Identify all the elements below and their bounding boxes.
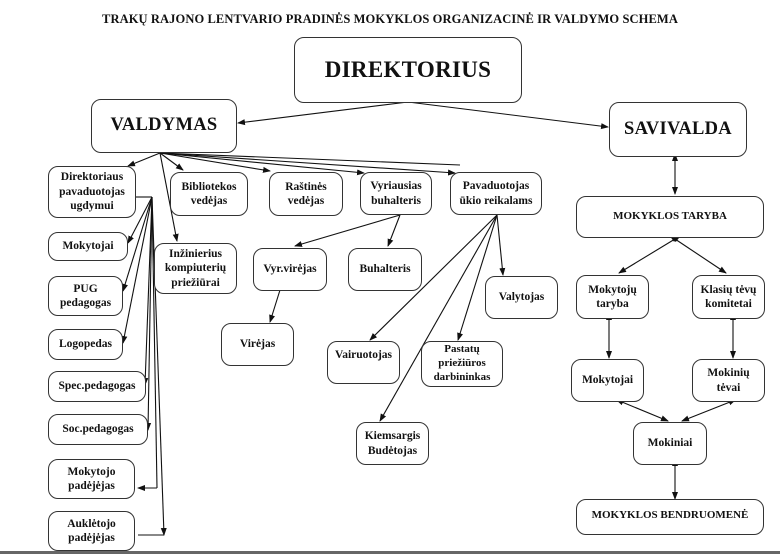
node-label: Vyriausias buhalteris xyxy=(370,180,422,207)
node-label: DIREKTORIUS xyxy=(324,56,492,82)
arrow-to-kiemsargis xyxy=(379,214,498,422)
node-label: Bibliotekos vedėjas xyxy=(181,180,237,207)
node-aukletojo-padejejas: Auklėtojo padėjėjas xyxy=(48,511,135,551)
arrow-taryba-komitetai xyxy=(669,235,727,274)
node-mokytojai-right: Mokytojai xyxy=(571,359,644,402)
arrow-valdymas-pav-ukio xyxy=(159,152,456,176)
node-vyriausias-buhalteris: Vyriausias buhalteris xyxy=(360,172,432,215)
node-soc-pedagogas: Soc.pedagogas xyxy=(48,414,148,445)
node-label: Pastatų priežiūros darbininkas xyxy=(433,343,491,383)
node-label: Spec.pedagogas xyxy=(58,380,136,393)
arrow-direktorius-savivalda xyxy=(407,101,609,130)
arrow-valdymas-inzinierius xyxy=(159,152,179,242)
node-kiemsargis: Kiemsargis Budėtojas xyxy=(356,422,429,465)
node-label: Logopedas xyxy=(58,338,113,351)
node-spec-pedagogas: Spec.pedagogas xyxy=(48,371,146,402)
bottom-border xyxy=(0,551,780,554)
node-valytojas: Valytojas xyxy=(485,276,558,319)
node-label: Mokytojų taryba xyxy=(588,283,637,310)
arrow-to-spec xyxy=(142,196,153,386)
node-vairuotojas: Vairuotojas xyxy=(327,341,400,384)
node-mokytoju-taryba: Mokytojų taryba xyxy=(576,275,649,319)
arrow-to-pastatu xyxy=(457,214,498,341)
arrow-to-vyr-virejas xyxy=(294,214,401,247)
diagram-title: TRAKŲ RAJONO LENTVARIO PRADINĖS MOKYKLOS… xyxy=(102,12,678,26)
node-label: Raštinės vedėjas xyxy=(285,180,327,207)
arrow-valdymas-vyr-buhalteris xyxy=(159,152,365,176)
arrow-valdymas-bibliotekos xyxy=(159,152,184,171)
node-label: MOKYKLOS BENDRUOMENĖ xyxy=(591,509,749,521)
node-label: Mokiniai xyxy=(647,437,693,450)
node-mokytojo-padejejas: Mokytojo padėjėjas xyxy=(48,459,135,499)
node-mokytojai-left: Mokytojai xyxy=(48,232,128,261)
node-direktoriaus-pavaduotojas: Direktoriaus pavaduotojas ugdymui xyxy=(48,166,136,218)
arrow-direktorius-valdymas xyxy=(237,101,409,126)
node-direktorius: DIREKTORIUS xyxy=(294,37,522,103)
node-label: Kiemsargis Budėtojas xyxy=(364,430,421,457)
arrow-to-buhalteris xyxy=(387,214,401,247)
arrow-mokytojai-mokiniai xyxy=(615,399,669,422)
node-label: Valytojas xyxy=(498,291,545,304)
arrow-to-mokytojai xyxy=(127,196,153,244)
arrow-valdymas-pavaduotojas xyxy=(127,152,161,167)
node-inzinierius: Inžinierius kompiuterių priežiūrai xyxy=(154,243,237,294)
arrow-valdymas-rastines xyxy=(159,152,271,173)
node-label: PUG pedagogas xyxy=(59,282,112,309)
arrow-to-logopedas xyxy=(121,196,153,344)
node-label: VALDYMAS xyxy=(110,115,218,136)
arrow-to-valytojas xyxy=(496,214,506,276)
arrow-tevai-mokiniai xyxy=(681,399,737,422)
node-pastatu-darbininkas: Pastatų priežiūros darbininkas xyxy=(421,341,503,387)
node-label: Pavaduotojas ūkio reikalams xyxy=(459,180,533,207)
node-label: Virėjas xyxy=(239,338,276,351)
node-mokyklos-bendruomene: MOKYKLOS BENDRUOMENĖ xyxy=(576,499,764,535)
line-valdymas-right xyxy=(159,152,461,166)
node-rastines-vedejas: Raštinės vedėjas xyxy=(269,172,343,216)
node-label: Mokytojai xyxy=(62,240,114,253)
node-mokyklos-taryba: MOKYKLOS TARYBA xyxy=(576,196,764,238)
node-mokiniu-tevai: Mokinių tėvai xyxy=(692,359,765,402)
node-label: MOKYKLOS TARYBA xyxy=(613,210,727,223)
node-label: Soc.pedagogas xyxy=(62,423,134,436)
node-buhalteris: Buhalteris xyxy=(348,248,422,291)
node-label: Mokytojai xyxy=(581,374,634,387)
node-label: Mokinių tėvai xyxy=(707,367,750,394)
node-label: Mokytojo padėjėjas xyxy=(67,465,116,492)
node-label: SAVIVALDA xyxy=(624,118,732,139)
node-label: Buhalteris xyxy=(359,263,411,276)
node-label: Direktoriaus pavaduotojas ugdymui xyxy=(59,171,125,213)
arrow-to-pug xyxy=(122,196,153,292)
node-vyr-virejas: Vyr.virėjas xyxy=(253,248,327,291)
arrow-taryba-mokytoju-taryba xyxy=(618,235,681,274)
node-mokiniai: Mokiniai xyxy=(633,422,707,465)
node-pavaduotojas-ukio: Pavaduotojas ūkio reikalams xyxy=(450,172,542,215)
node-pug-pedagogas: PUG pedagogas xyxy=(48,276,123,316)
node-savivalda: SAVIVALDA xyxy=(609,102,747,157)
node-label: Auklėtojo padėjėjas xyxy=(67,517,116,544)
node-label: Klasių tėvų komitetai xyxy=(700,283,757,310)
node-logopedas: Logopedas xyxy=(48,329,123,360)
node-label: Inžinierius kompiuterių priežiūrai xyxy=(164,247,227,289)
node-label: Vairuotojas xyxy=(334,349,393,361)
node-valdymas: VALDYMAS xyxy=(91,99,237,153)
node-label: Vyr.virėjas xyxy=(263,263,317,276)
node-bibliotekos-vedejas: Bibliotekos vedėjas xyxy=(170,172,248,216)
arrow-to-vairuotojas xyxy=(369,214,498,341)
node-virejas: Virėjas xyxy=(221,323,294,366)
arrow-to-soc xyxy=(145,196,153,431)
arrow-to-virejas xyxy=(269,289,281,323)
node-klasiu-komitetai: Klasių tėvų komitetai xyxy=(692,275,765,319)
